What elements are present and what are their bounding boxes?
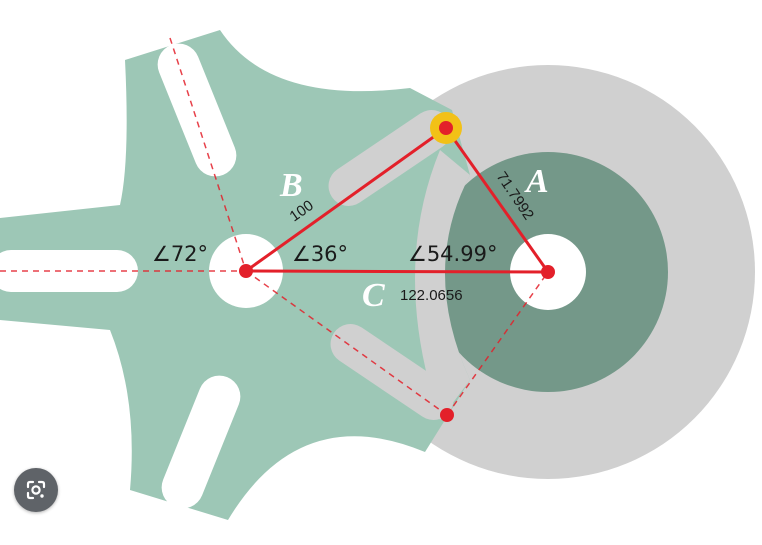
drive-pin [439, 121, 453, 135]
side-b [245, 126, 447, 273]
length-c: 122.0656 [400, 287, 463, 304]
angle-wheel-division: ∠72° [152, 242, 208, 266]
lower-pin-point [440, 408, 454, 422]
side-a [444, 127, 550, 273]
wheel-center-point [239, 264, 253, 278]
label-a: A [524, 163, 549, 200]
google-lens-button[interactable] [14, 468, 58, 512]
angle-drive-center: ∠54.99° [408, 242, 497, 266]
construction-triangle [245, 126, 550, 274]
wheel-slot-lower-right [330, 324, 454, 420]
dashed-line-drive-lower [446, 271, 549, 416]
drive-center-point [541, 265, 555, 279]
dashed-line-lower [245, 270, 448, 416]
label-c: C [362, 277, 385, 314]
dashed-construction-lines [0, 37, 549, 416]
label-b: B [279, 167, 303, 204]
angle-wheel-center: ∠36° [292, 242, 348, 266]
wheel-slot-upper-right [328, 110, 452, 206]
wheel-slot-bottom [161, 375, 241, 509]
wheel-slot-top [157, 43, 237, 177]
google-lens-icon [26, 480, 46, 500]
dashed-line-top [169, 37, 247, 272]
side-c [245, 269, 549, 274]
